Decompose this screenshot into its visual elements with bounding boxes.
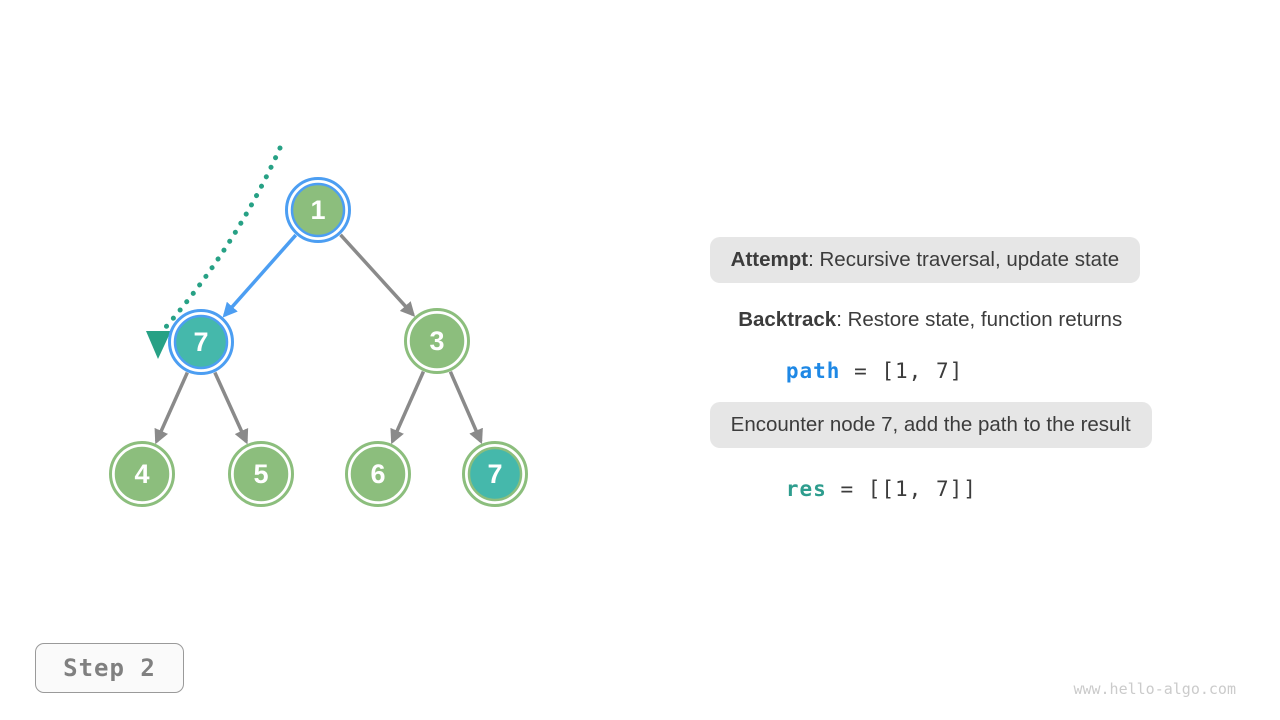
- tree-node-value-n7r: 7: [487, 459, 502, 489]
- tree-node-n7r: [467, 446, 523, 502]
- attempt-text: : Recursive traversal, update state: [808, 248, 1120, 271]
- tree-node-ring-n6: [345, 441, 411, 507]
- watermark: www.hello-algo.com: [1073, 680, 1236, 698]
- tree-node-value-n5: 5: [253, 459, 268, 489]
- tree-node-ring-n5: [228, 441, 294, 507]
- attempt-note: Attempt: Recursive traversal, update sta…: [683, 219, 1141, 301]
- backtrack-keyword: Backtrack: [738, 308, 837, 331]
- tree-node-n5: [233, 446, 289, 502]
- res-variable-name: res: [785, 477, 827, 501]
- tree-edge-n7l-n4: [154, 371, 189, 445]
- encounter-text: Encounter node 7, add the path to the re…: [730, 413, 1131, 436]
- tree-node-n3: [409, 313, 465, 369]
- tree-node-n6: [350, 446, 406, 502]
- tree-node-ring-n3: [404, 308, 470, 374]
- tree-node-value-n1: 1: [310, 195, 325, 225]
- res-variable-line: res = [[1, 7]]: [683, 449, 977, 530]
- backtrack-note: Backtrack: Restore state, function retur…: [683, 281, 1122, 359]
- encounter-note: Encounter node 7, add the path to the re…: [683, 384, 1152, 466]
- attempt-keyword: Attempt: [730, 248, 809, 271]
- path-variable-line: path = [1, 7]: [683, 331, 963, 412]
- backtrack-trace-arrowhead-icon: [146, 331, 171, 359]
- step-badge: Step 2: [35, 643, 184, 693]
- encounter-bubble: Encounter node 7, add the path to the re…: [709, 402, 1152, 448]
- backtrack-text: : Restore state, function returns: [836, 308, 1123, 331]
- tree-node-ring-n4: [109, 441, 175, 507]
- path-variable-name: path: [785, 359, 841, 383]
- tree-node-value-n7l: 7: [193, 327, 208, 357]
- attempt-bubble: Attempt: Recursive traversal, update sta…: [709, 237, 1141, 283]
- tree-node-ring-n7l: [168, 309, 234, 375]
- tree-node-n4: [114, 446, 170, 502]
- tree-node-n7l: [173, 314, 229, 370]
- path-variable-value: = [1, 7]: [840, 359, 964, 383]
- tree-edge-n7l-n5: [213, 371, 249, 445]
- tree-node-value-n6: 6: [370, 459, 385, 489]
- backtrack-trace-dotted-line: [162, 145, 283, 331]
- tree-edge-n1-n3: [339, 233, 416, 317]
- res-variable-value: = [[1, 7]]: [826, 477, 977, 501]
- step-badge-label: Step 2: [63, 654, 156, 682]
- binary-tree-diagram: 1 7 3 4 5 6 7: [109, 145, 528, 507]
- tree-edge-n3-n6: [390, 370, 426, 445]
- tree-edge-n1-n7l: [222, 233, 298, 318]
- tree-node-ring-n1: [285, 177, 351, 243]
- tree-node-n1: [290, 182, 346, 238]
- tree-node-value-n4: 4: [134, 459, 149, 489]
- tree-node-value-n3: 3: [429, 326, 444, 356]
- tree-node-ring-n7r: [462, 441, 528, 507]
- tree-edge-n3-n7r: [448, 371, 483, 445]
